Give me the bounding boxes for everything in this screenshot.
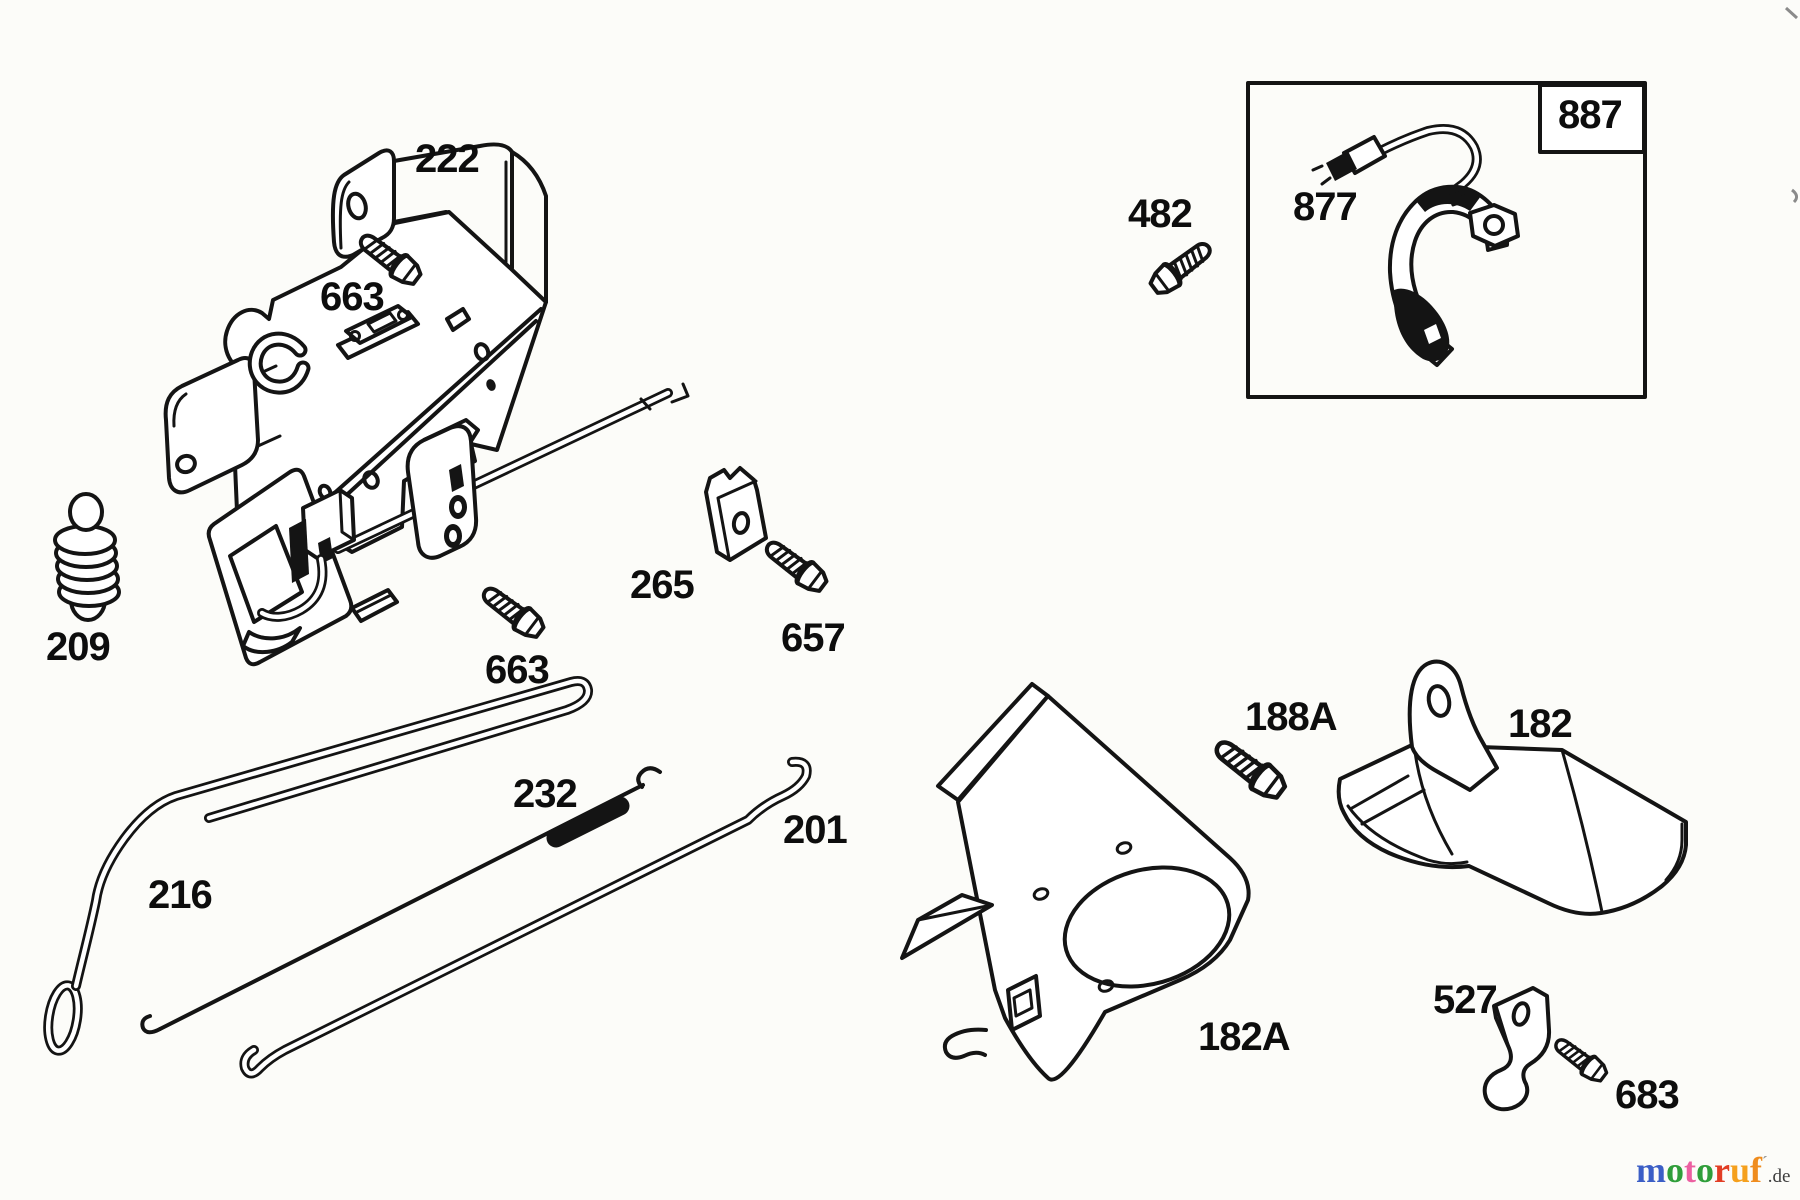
callout-222: 222 (415, 137, 480, 181)
part-209-drawing (53, 492, 121, 622)
callout-877: 877 (1293, 185, 1358, 229)
watermark-letter: u (1729, 1150, 1751, 1190)
callout-663-upper: 663 (320, 275, 385, 319)
part-683-screw-drawing (1548, 1031, 1612, 1088)
part-265-drawing (704, 466, 768, 562)
callout-201: 201 (783, 808, 848, 852)
watermark-letter: r (1714, 1150, 1730, 1190)
part-232-drawing (140, 766, 662, 1035)
callout-663-lower: 663 (485, 648, 550, 692)
part-216-drawing (43, 676, 593, 1056)
part-877-drawing (1311, 124, 1520, 367)
watermark-tick: ´ (1762, 1153, 1768, 1172)
part-222-drawing (163, 142, 690, 667)
callout-216: 216 (148, 873, 213, 917)
callout-657: 657 (781, 616, 846, 660)
part-201-drawing (239, 756, 812, 1079)
callout-265: 265 (630, 563, 695, 607)
part-657-screw-drawing (758, 532, 833, 599)
motoruf-watermark: motoruf´.de (1636, 1152, 1790, 1188)
watermark-letter: f (1750, 1150, 1763, 1190)
callout-887: 887 (1558, 93, 1623, 137)
callout-182: 182 (1508, 702, 1573, 746)
part-527-drawing (1482, 986, 1552, 1112)
part-182A-drawing (900, 682, 1251, 1082)
callout-209: 209 (46, 625, 111, 669)
watermark-letter: m (1636, 1150, 1666, 1190)
watermark-letter: o (1666, 1150, 1684, 1190)
callout-482: 482 (1128, 192, 1193, 236)
part-663-lower-screw-drawing (475, 578, 550, 645)
watermark-suffix: .de (1767, 1166, 1791, 1187)
watermark-letter: t (1684, 1150, 1696, 1190)
callout-232: 232 (513, 772, 578, 816)
scan-artifacts (1784, 6, 1799, 204)
part-188A-screw-drawing (1210, 733, 1290, 803)
part-482-screw-drawing (1144, 234, 1219, 301)
inset-box-887 (1246, 81, 1647, 399)
callout-182A: 182A (1198, 1015, 1291, 1059)
callout-683: 683 (1615, 1073, 1680, 1117)
part-182-drawing (1336, 659, 1688, 916)
callout-527: 527 (1433, 978, 1498, 1022)
watermark-letter: o (1696, 1150, 1714, 1190)
callout-188A: 188A (1245, 695, 1338, 739)
